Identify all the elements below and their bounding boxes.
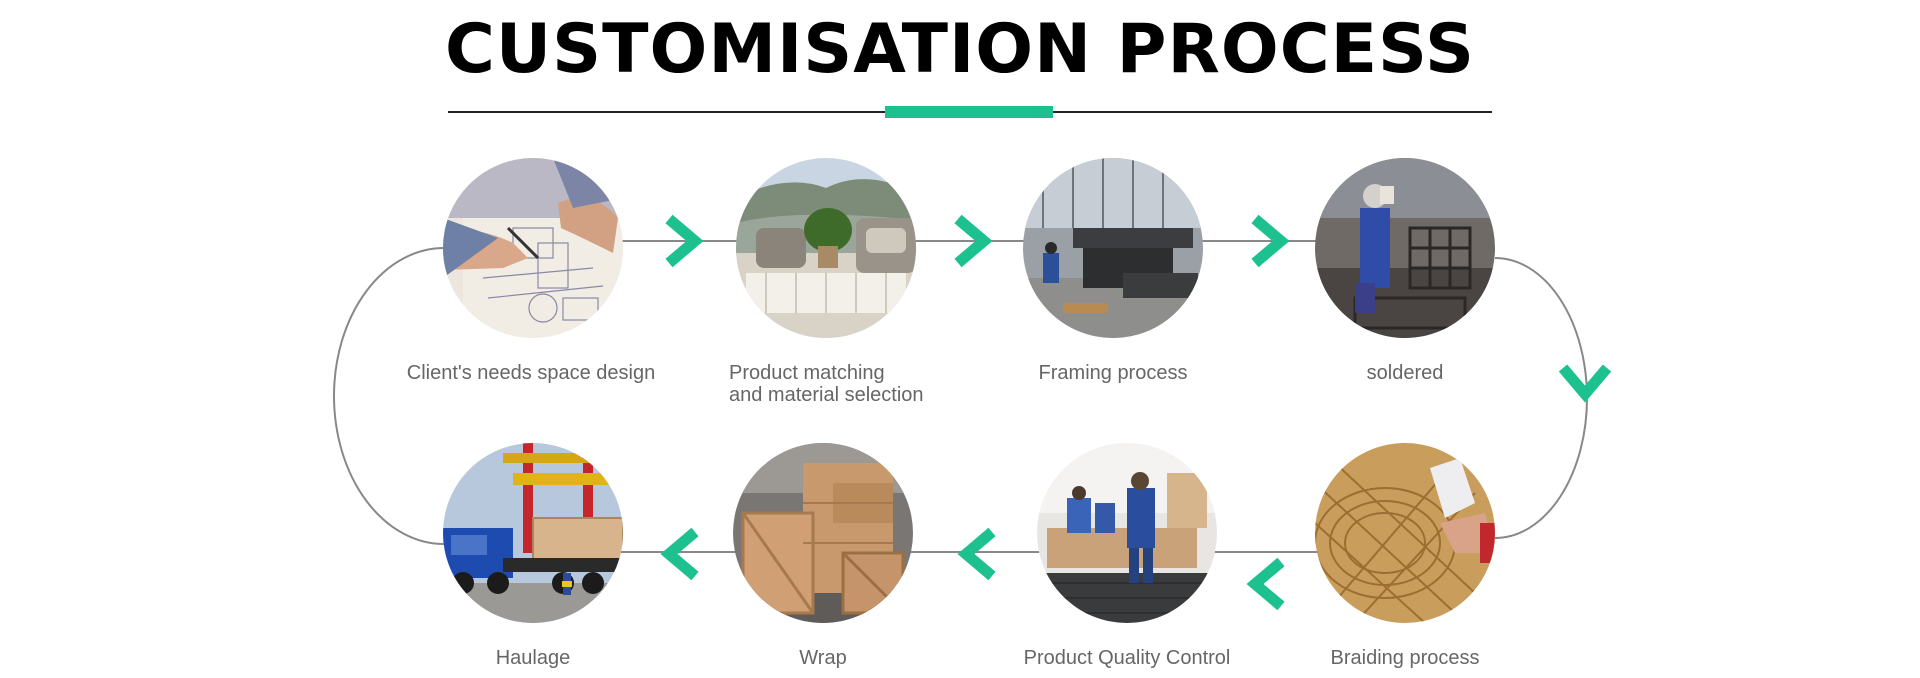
chevron-left-icon bbox=[660, 527, 699, 581]
chevron-down-icon bbox=[1558, 364, 1612, 403]
step-label: Product matching bbox=[729, 362, 885, 384]
step-label: Client's needs space design bbox=[406, 362, 656, 384]
step-image-truck bbox=[443, 443, 623, 623]
step-image-sofa bbox=[736, 158, 916, 338]
step-label: Wrap bbox=[799, 647, 847, 669]
step-image-crates bbox=[733, 443, 913, 623]
step-label: Haulage bbox=[495, 647, 571, 669]
page-title: CUSTOMISATION PROCESS bbox=[445, 10, 1475, 89]
step-label: soldered bbox=[1366, 362, 1444, 384]
step-image-weaving bbox=[1315, 443, 1495, 623]
step-label: Product Quality Control bbox=[1023, 647, 1231, 669]
chevron-right-icon bbox=[665, 214, 704, 268]
step-image-drafting bbox=[443, 158, 623, 338]
chevron-left-icon bbox=[1246, 557, 1285, 611]
chevron-left-icon bbox=[957, 527, 996, 581]
left-loop-connector bbox=[333, 247, 445, 545]
step-label: Framing process bbox=[1038, 362, 1188, 384]
step-image-factory bbox=[1023, 158, 1203, 338]
step-label-line2: and material selection bbox=[729, 384, 924, 406]
step-label: Braiding process bbox=[1330, 647, 1480, 669]
chevron-right-icon bbox=[954, 214, 993, 268]
chevron-right-icon bbox=[1251, 214, 1290, 268]
step-image-inspection bbox=[1037, 443, 1217, 623]
title-accent-bar bbox=[885, 106, 1053, 118]
right-loop-connector bbox=[1494, 257, 1588, 539]
step-image-welding bbox=[1315, 158, 1495, 338]
